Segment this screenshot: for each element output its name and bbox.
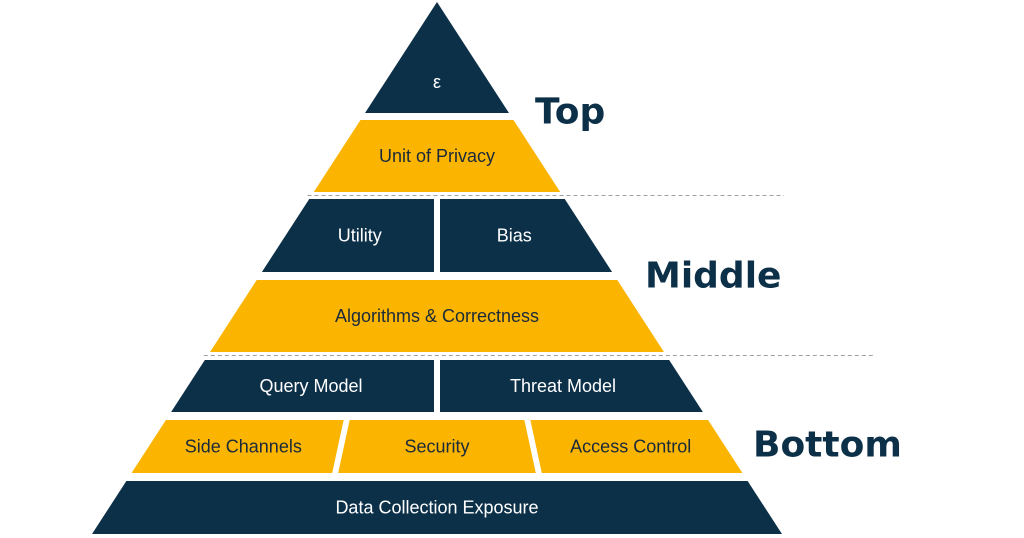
segment-side-channels: [131, 420, 344, 473]
segment-utility: [261, 199, 434, 272]
pyramid-row-data-collection: Data Collection Exposure: [92, 481, 782, 534]
segment-side-channels-label: Side Channels: [185, 437, 302, 457]
segment-access-control-label: Access Control: [570, 437, 691, 457]
segment-access-control: [530, 420, 743, 473]
segment-bias-label: Bias: [497, 226, 532, 246]
tier-label-middle: Middle: [645, 256, 781, 297]
tier-label-bottom: Bottom: [753, 425, 902, 466]
segment-epsilon: [365, 2, 509, 113]
segment-algorithms-and-correctness: [210, 280, 664, 352]
segment-security-label: Security: [404, 437, 469, 457]
pyramid-row-models: Query Model Threat Model: [171, 360, 703, 412]
segment-algorithms-and-correctness-label: Algorithms & Correctness: [335, 306, 539, 326]
segment-query-model: [171, 360, 434, 412]
tier-dividers: [203, 195, 875, 356]
tier-label-top: Top: [535, 92, 605, 133]
segment-unit-of-privacy: [313, 120, 561, 192]
segment-security: [338, 420, 536, 473]
segment-query-model-label: Query Model: [259, 376, 362, 396]
segment-unit-of-privacy-label: Unit of Privacy: [379, 146, 495, 166]
segment-threat-model: [440, 360, 703, 412]
pyramid-row-algorithms: Algorithms & Correctness: [210, 280, 664, 352]
segment-utility-label: Utility: [338, 226, 382, 246]
pyramid-row-epsilon: ε: [365, 2, 509, 113]
pyramid-row-unit-of-privacy: Unit of Privacy: [313, 120, 561, 192]
segment-threat-model-label: Threat Model: [510, 376, 616, 396]
segment-epsilon-label: ε: [433, 72, 441, 92]
pyramid-row-utility-bias: Utility Bias: [261, 199, 613, 272]
segment-data-collection-exposure-label: Data Collection Exposure: [335, 498, 538, 518]
segment-bias: [440, 199, 613, 272]
pyramid-row-security-row: Side Channels Security Access Control: [131, 420, 743, 473]
segment-data-collection-exposure: [92, 481, 782, 534]
